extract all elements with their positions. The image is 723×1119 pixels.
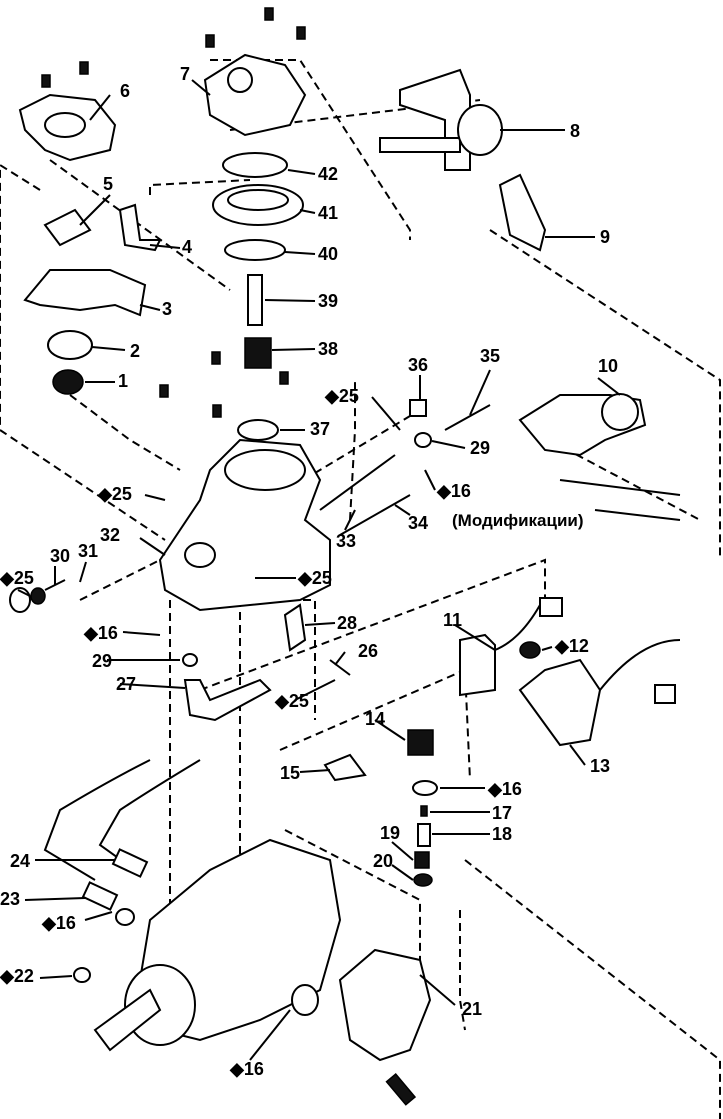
- callout-leader: [17, 589, 31, 597]
- callout-label: 9: [600, 227, 610, 247]
- callout-leader: [39, 975, 73, 979]
- callout-leader: [394, 504, 411, 516]
- callout-label: ◆25: [0, 568, 34, 588]
- callout-label: ◆25: [274, 691, 309, 711]
- callout-label: ◆12: [554, 636, 589, 656]
- callout-label: 20: [373, 851, 393, 871]
- callout-leader: [91, 346, 126, 351]
- callout-label: 29: [92, 651, 112, 671]
- callout-label: ◆16: [41, 913, 76, 933]
- callout-label: 6: [120, 81, 130, 101]
- callout-leader: [84, 911, 113, 921]
- callout-leader-lines: [17, 79, 621, 1061]
- callout-label: 31: [78, 541, 98, 561]
- callout-leader: [287, 169, 316, 175]
- callout-leader: [139, 537, 166, 556]
- callout-leader: [271, 348, 316, 351]
- callout-label: 37: [310, 419, 330, 439]
- callout-label: 33: [336, 531, 356, 551]
- callout-leader: [334, 651, 346, 666]
- callout-leader: [149, 244, 181, 249]
- callout-label: 39: [318, 291, 338, 311]
- callout-label: ◆22: [0, 966, 34, 986]
- callout-label: 28: [337, 613, 357, 633]
- callout-leader: [419, 974, 456, 1006]
- callout-label: 5: [103, 174, 113, 194]
- callout-leader: [24, 897, 86, 901]
- callout-label: 32: [100, 525, 120, 545]
- callout-leader: [569, 744, 586, 766]
- callout-label: ◆25: [297, 568, 332, 588]
- callout-label: 4: [182, 237, 192, 257]
- callout-leader: [344, 509, 356, 531]
- callout-leader: [391, 864, 414, 881]
- callout-label: 23: [0, 889, 20, 909]
- callout-leader: [391, 841, 414, 861]
- callout-leader: [284, 251, 316, 255]
- callout-leader: [431, 440, 466, 449]
- callout-label: 7: [180, 64, 190, 84]
- callout-label: 13: [590, 756, 610, 776]
- callout-leader: [304, 622, 336, 626]
- callout-leader: [374, 719, 406, 741]
- assembly-dashed-lines: [0, 59, 721, 1119]
- callout-label: 14: [365, 709, 385, 729]
- callout-leader: [122, 631, 161, 636]
- callout-leader: [79, 194, 111, 226]
- callout-label: 1: [118, 371, 128, 391]
- callout-label: 27: [116, 674, 136, 694]
- callout-label: 26: [358, 641, 378, 661]
- callout-leader: [597, 377, 621, 396]
- callout-label: 40: [318, 244, 338, 264]
- callout-leader: [144, 494, 166, 501]
- callout-label: 11: [443, 610, 462, 630]
- callout-label: 34: [408, 513, 428, 533]
- callout-label: 18: [492, 824, 512, 844]
- callout-leader: [249, 1009, 291, 1061]
- callout-leader: [299, 209, 316, 214]
- callout-leader: [264, 299, 316, 302]
- callout-leader: [469, 369, 491, 416]
- callout-leader: [119, 683, 186, 689]
- callout-label: 29: [470, 438, 490, 458]
- callout-leader: [89, 94, 111, 121]
- callout-label: ◆25: [97, 484, 132, 504]
- callout-label: 15: [280, 763, 300, 783]
- callout-label: 2: [130, 341, 140, 361]
- callout-label: 17: [492, 803, 512, 823]
- callout-label: 10: [598, 356, 618, 376]
- callout-label: 35: [480, 346, 500, 366]
- callout-leader: [191, 79, 211, 96]
- callout-leader: [541, 646, 553, 651]
- callout-leader: [371, 396, 401, 431]
- callout-leader: [299, 769, 331, 773]
- callout-label: ◆16: [487, 779, 522, 799]
- callout-label: 3: [162, 299, 172, 319]
- callout-label: 36: [408, 355, 428, 375]
- callout-label: ◆16: [83, 623, 118, 643]
- callout-label: 24: [10, 851, 30, 871]
- callout-label: 38: [318, 339, 338, 359]
- callout-label: 30: [50, 546, 70, 566]
- callout-leader: [79, 561, 87, 583]
- callout-leader: [454, 624, 496, 651]
- callout-label: 42: [318, 164, 338, 184]
- callout-label: 8: [570, 121, 580, 141]
- callout-label: 41: [318, 203, 338, 223]
- callout-label: 21: [462, 999, 482, 1019]
- callout-leader: [294, 679, 336, 701]
- modifications-note: (Модификации): [452, 511, 584, 530]
- callout-leader: [139, 304, 161, 311]
- callout-label: ◆16: [436, 481, 471, 501]
- callout-label: 19: [380, 823, 400, 843]
- parts-drawings: [9, 7, 681, 1106]
- callout-leader: [424, 469, 436, 491]
- callout-label: ◆16: [229, 1059, 264, 1079]
- callout-label: ◆25: [324, 386, 359, 406]
